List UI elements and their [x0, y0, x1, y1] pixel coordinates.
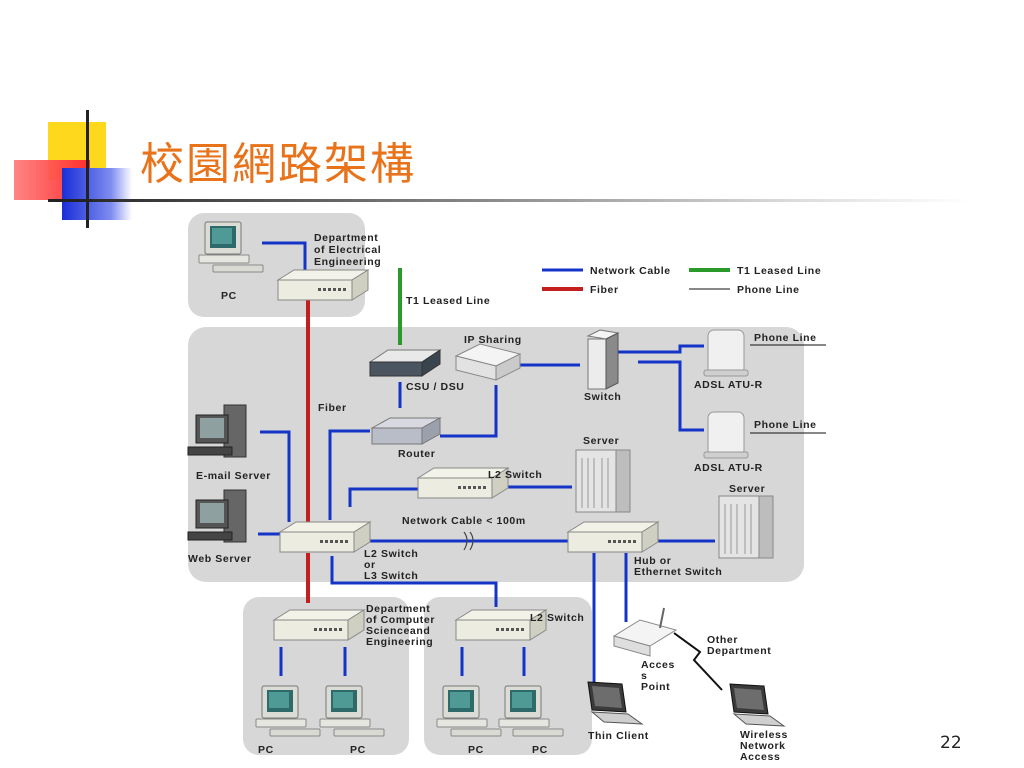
label-email-server: E-mail Server: [196, 470, 271, 482]
network-cable-links: [258, 241, 715, 683]
label-pc-b4: PC: [532, 744, 548, 756]
legend-fiber-label: Fiber: [590, 284, 619, 296]
access-point-device: [612, 607, 678, 657]
hub-ethernet-switch: [567, 521, 659, 553]
label-dept-cs-2: of Computer: [366, 614, 435, 626]
label-hub-1: Hub or: [634, 555, 671, 567]
cable-break-mark: [463, 531, 474, 551]
label-csu-dsu: CSU / DSU: [406, 381, 465, 393]
label-thin-client: Thin Client: [588, 730, 649, 742]
deco-horizontal-line: [48, 199, 108, 202]
wireless-link-bolt: [673, 632, 723, 691]
adsl-modem-2: [703, 411, 749, 459]
label-hub-2: Ethernet Switch: [634, 566, 722, 578]
label-server-1: Server: [583, 435, 619, 447]
label-dept-ee-1: Department: [314, 232, 378, 244]
deco-blue-square: [62, 168, 132, 220]
legend-network-cable-label: Network Cable: [590, 265, 671, 277]
page-number: 22: [940, 733, 962, 753]
label-adsl-2: ADSL ATU-R: [694, 462, 763, 474]
label-pc-top: PC: [221, 290, 237, 302]
label-adsl-1: ADSL ATU-R: [694, 379, 763, 391]
label-fiber: Fiber: [318, 402, 347, 414]
label-dept-cs-1: Department: [366, 603, 430, 615]
label-switch: Switch: [584, 391, 621, 403]
csu-dsu-device: [368, 349, 442, 377]
label-server-2: Server: [729, 483, 765, 495]
slide-title: 校園網路架構: [140, 139, 416, 190]
adsl-modem-1: [703, 329, 749, 377]
legend-phone-line-label: Phone Line: [737, 284, 800, 296]
label-access-1: Acces: [641, 659, 675, 671]
ip-sharing-device: [454, 343, 522, 381]
label-l2-switch-mid: L2 Switch: [488, 469, 542, 481]
deco-vertical-line: [86, 110, 89, 228]
label-router: Router: [398, 448, 435, 460]
label-phone-line-2: Phone Line: [754, 419, 817, 431]
core-l2-l3-switch: [279, 521, 371, 553]
label-wireless-2: Network: [740, 740, 786, 752]
phone-line-links: [750, 344, 826, 434]
label-core-1: L2 Switch: [364, 548, 418, 560]
router-device: [370, 417, 442, 445]
core-switch-device: [586, 329, 620, 390]
switch-electrical-engineering: [277, 269, 369, 301]
label-t1-leased-line: T1 Leased Line: [406, 295, 490, 307]
label-dept-ee-2: of Electrical: [314, 244, 381, 256]
label-dept-cs-3: Scienceand: [366, 625, 430, 637]
label-other-dept-1: Other: [707, 634, 738, 646]
label-dept-ee-3: Engineering: [314, 256, 381, 268]
server-upper: [575, 449, 631, 513]
wireless-laptop: [729, 683, 785, 727]
switch-computer-science: [273, 609, 365, 641]
label-access-3: Point: [641, 681, 670, 693]
panel-campus-core: [188, 327, 804, 582]
label-web-server: Web Server: [188, 553, 252, 565]
label-network-cable-note: Network Cable < 100m: [402, 515, 526, 527]
label-l2-switch-bottom: L2 Switch: [530, 612, 584, 624]
legend-t1-leased-line-label: T1 Leased Line: [737, 265, 821, 277]
thin-client-laptop: [587, 681, 643, 725]
label-core-3: L3 Switch: [364, 570, 418, 582]
label-phone-line-1: Phone Line: [754, 332, 817, 344]
label-pc-b3: PC: [468, 744, 484, 756]
label-pc-b1: PC: [258, 744, 274, 756]
label-pc-b2: PC: [350, 744, 366, 756]
label-wireless-1: Wireless: [740, 729, 788, 741]
label-access-2: s: [641, 670, 647, 682]
label-core-2: or: [364, 559, 376, 571]
label-ip-sharing: IP Sharing: [464, 334, 522, 346]
server-lower: [718, 495, 774, 559]
label-dept-cs-4: Engineering: [366, 636, 433, 648]
title-underline: [92, 199, 972, 202]
label-other-dept-2: Department: [707, 645, 771, 657]
label-wireless-3: Access: [740, 751, 780, 763]
